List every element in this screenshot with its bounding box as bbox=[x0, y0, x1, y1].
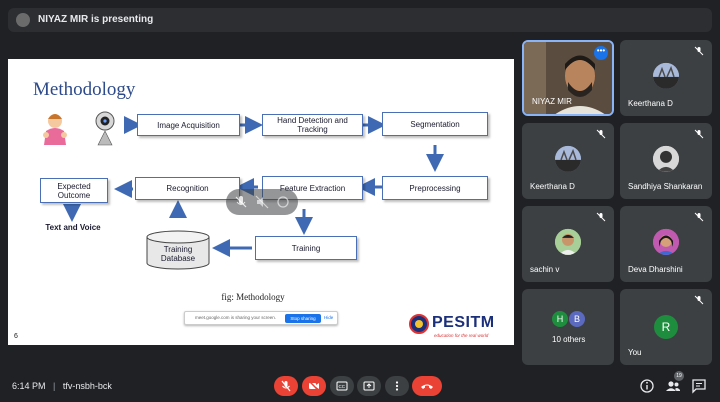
chat-icon[interactable] bbox=[690, 377, 708, 395]
logo-emblem-icon bbox=[409, 314, 429, 334]
sharing-notification: meet.google.com is sharing your screen. … bbox=[184, 311, 338, 325]
flow-arrows bbox=[43, 111, 444, 270]
present-button[interactable] bbox=[357, 376, 381, 396]
sharing-message: meet.google.com is sharing your screen. bbox=[195, 315, 277, 320]
present-screen-icon bbox=[363, 381, 375, 391]
mic-muted-icon bbox=[694, 295, 704, 305]
avatar bbox=[555, 228, 581, 255]
presenter-controls-overlay[interactable] bbox=[226, 189, 298, 215]
box-recognition: Recognition bbox=[135, 177, 240, 200]
mic-off-icon[interactable] bbox=[234, 195, 248, 209]
participant-tile[interactable]: Keerthana D bbox=[620, 40, 712, 116]
svg-text:CC: CC bbox=[339, 384, 346, 389]
participant-name: You bbox=[628, 348, 642, 357]
mic-off-icon bbox=[281, 380, 291, 392]
avatar bbox=[653, 228, 679, 255]
participant-name: NIYAZ MIR bbox=[532, 97, 572, 106]
figure-caption: fig: Methodology bbox=[221, 292, 285, 302]
avatar bbox=[653, 62, 679, 89]
logo-tagline: education for the real world bbox=[434, 333, 489, 338]
audio-off-icon[interactable] bbox=[255, 195, 269, 209]
box-preprocessing: Preprocessing bbox=[382, 176, 488, 200]
camera-toggle-button[interactable] bbox=[302, 376, 326, 396]
self-avatar: R bbox=[654, 315, 678, 339]
phone-hangup-icon bbox=[421, 384, 433, 389]
participant-video bbox=[524, 42, 612, 114]
people-icon[interactable] bbox=[664, 377, 682, 395]
box-training: Training bbox=[255, 236, 357, 260]
others-tile[interactable]: H B 10 others bbox=[522, 289, 614, 365]
avatar-initial: H bbox=[552, 311, 568, 327]
participant-count-badge: 19 bbox=[674, 371, 684, 381]
presentation-stage: Methodology bbox=[8, 59, 514, 345]
avatar bbox=[555, 145, 581, 172]
clock-time: 6:14 PM bbox=[12, 381, 46, 391]
participant-tile[interactable]: Keerthana D bbox=[522, 123, 614, 199]
meeting-details-icon[interactable] bbox=[638, 377, 656, 395]
box-image-acquisition: Image Acquisition bbox=[137, 114, 240, 136]
more-options-button[interactable]: ••• bbox=[594, 46, 608, 60]
captions-icon: CC bbox=[336, 381, 348, 391]
participant-name: sachin v bbox=[530, 265, 560, 274]
hide-button[interactable]: Hide bbox=[324, 315, 334, 320]
mic-muted-icon bbox=[694, 129, 704, 139]
participant-tile[interactable]: sachin v bbox=[522, 206, 614, 282]
separator: | bbox=[53, 381, 56, 391]
captions-button[interactable]: CC bbox=[330, 376, 354, 396]
training-database-label: Training Database bbox=[160, 245, 196, 263]
box-expected-outcome: Expected Outcome bbox=[40, 178, 108, 203]
avatar bbox=[653, 145, 679, 172]
mic-muted-icon bbox=[596, 212, 606, 222]
participant-name: Sandhiya Shankaran bbox=[628, 182, 703, 191]
participant-name: Keerthana D bbox=[530, 182, 575, 191]
slide-title: Methodology bbox=[33, 79, 136, 100]
pesitm-logo: PESITM education for the real world bbox=[408, 313, 504, 341]
participant-name: Keerthana D bbox=[628, 99, 673, 108]
participant-tile[interactable]: Sandhiya Shankaran bbox=[620, 123, 712, 199]
webcam-figure bbox=[95, 111, 115, 146]
presenter-avatar bbox=[16, 13, 30, 27]
mic-muted-icon bbox=[694, 212, 704, 222]
participant-name: Deva Dharshini bbox=[628, 265, 683, 274]
more-vert-icon bbox=[395, 381, 399, 391]
mic-toggle-button[interactable] bbox=[274, 376, 298, 396]
self-tile[interactable]: R You bbox=[620, 289, 712, 365]
box-feature-extraction: Feature Extraction bbox=[262, 176, 363, 200]
slide-number: 6 bbox=[14, 333, 18, 340]
text-and-voice-label: Text and Voice bbox=[45, 223, 101, 232]
logo-text: PESITM bbox=[432, 314, 495, 331]
more-options-button[interactable] bbox=[385, 376, 409, 396]
database-cylinder bbox=[146, 230, 210, 270]
meeting-code: tfv-nsbh-bck bbox=[62, 381, 112, 391]
box-segmentation: Segmentation bbox=[382, 112, 488, 136]
participant-tile[interactable]: Deva Dharshini bbox=[620, 206, 712, 282]
stop-sharing-button[interactable]: Stop sharing bbox=[285, 314, 321, 323]
presenting-bar: NIYAZ MIR is presenting bbox=[8, 8, 712, 32]
participant-tile-niyaz[interactable]: ••• NIYAZ MIR bbox=[522, 40, 614, 116]
mic-muted-icon bbox=[596, 129, 606, 139]
mic-muted-icon bbox=[694, 46, 704, 56]
avatar-initial: B bbox=[569, 311, 585, 327]
meeting-info: 6:14 PM | tfv-nsbh-bck bbox=[12, 381, 112, 391]
more-options-icon[interactable] bbox=[276, 195, 290, 209]
person-figure bbox=[43, 114, 67, 145]
camera-off-icon bbox=[308, 380, 320, 392]
presenting-label: NIYAZ MIR is presenting bbox=[38, 14, 154, 25]
others-count: 10 others bbox=[552, 335, 586, 344]
end-call-button[interactable] bbox=[412, 376, 442, 396]
box-hand-detection: Hand Detection and Tracking bbox=[262, 114, 363, 136]
